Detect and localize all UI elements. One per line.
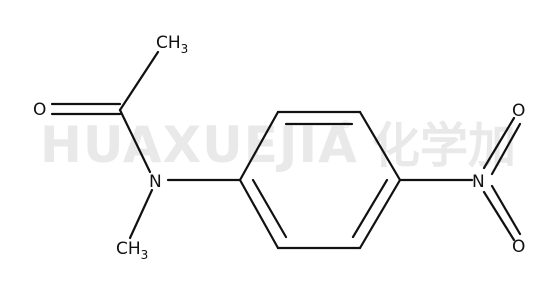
atom-oxygen-nitro-top: O — [512, 101, 525, 121]
atom-methyl-top: CH3 — [156, 33, 188, 56]
ring-bond-1 — [238, 110, 280, 182]
bond-carbonyl-methyl — [118, 50, 160, 112]
ring-bond-4 — [358, 178, 402, 250]
atom-oxygen-carbonyl: O — [33, 100, 46, 120]
bond-nitrogen-methyl — [128, 188, 154, 240]
bond-nitro-oxygen-bottom-b — [490, 184, 522, 236]
bond-nitro-oxygen-bottom-a — [482, 190, 516, 242]
watermark: HUAXUEJIA ® 化学加 — [40, 116, 516, 174]
watermark-cjk-text: 化学加 — [372, 118, 516, 174]
atom-nitrogen-nitro: N — [472, 172, 485, 192]
bonds — [50, 50, 522, 250]
bond-nitro-oxygen-top-b — [490, 122, 522, 176]
atom-nitrogen-amide: N — [149, 172, 162, 192]
ring-inner-bond-left — [251, 178, 288, 239]
atom-methyl-bottom: CH3 — [116, 239, 148, 262]
atom-oxygen-nitro-bottom: O — [512, 237, 525, 257]
atom-labels: CH3 O N CH3 N O O — [33, 33, 525, 262]
bond-nitro-oxygen-top-a — [482, 116, 516, 170]
ring-inner-bond-right — [351, 178, 389, 239]
ring-bond-6 — [238, 178, 280, 250]
bond-carbonyl-nitrogen — [118, 108, 152, 174]
ring-bond-3 — [358, 110, 402, 182]
watermark-latin-text: HUAXUEJIA — [40, 116, 358, 174]
